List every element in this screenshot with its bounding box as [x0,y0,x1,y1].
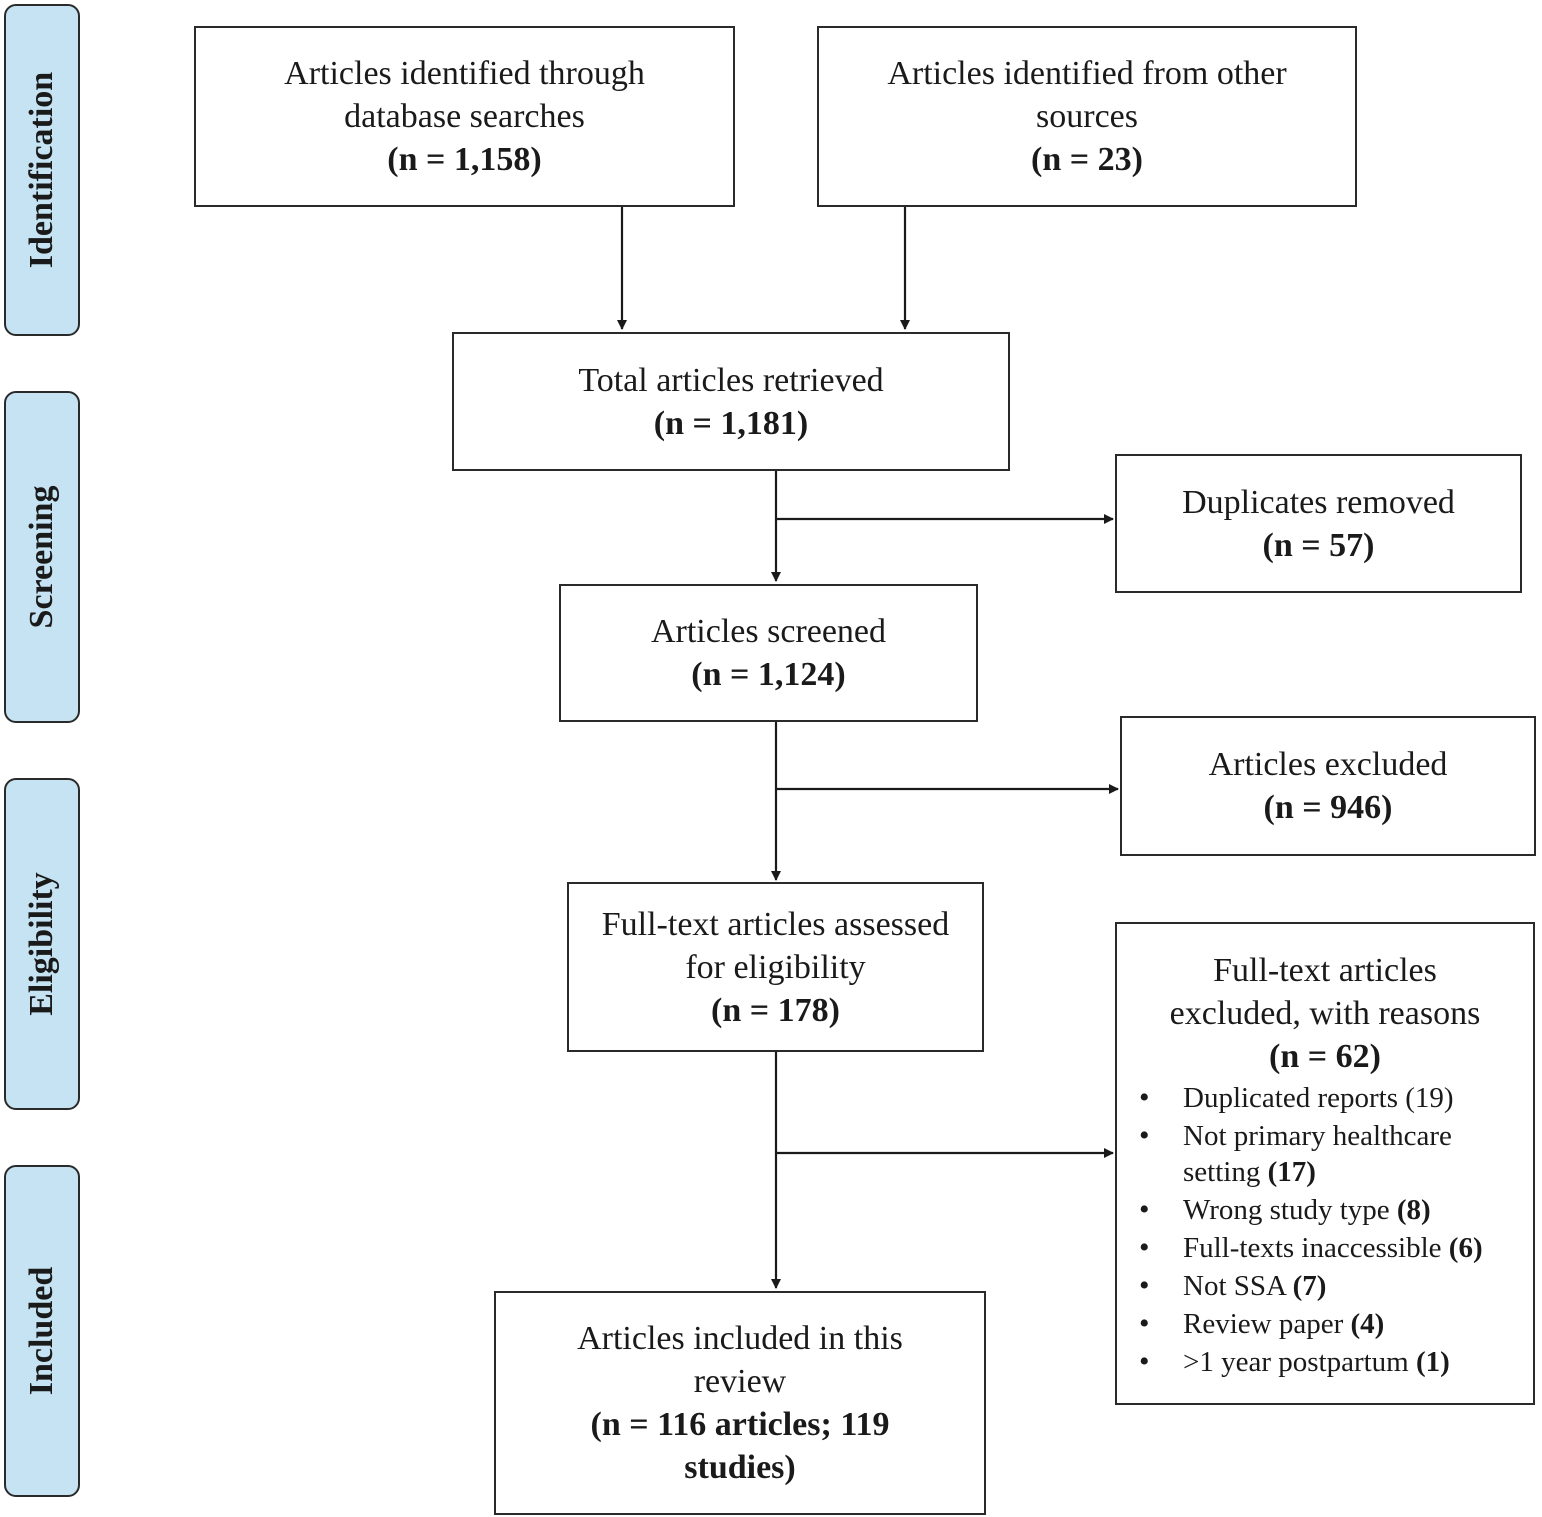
box-text: Total articles retrieved [578,361,884,399]
database-search-box: Articles identified through database sea… [194,26,735,207]
reason-count: (6) [1448,1232,1483,1264]
reasons-heading: Full-text articles excluded, with reason… [1117,949,1533,1078]
box-count: (n = 1,158) [387,141,542,178]
articles-screened-box: Articles screened (n = 1,124) [559,584,978,722]
list-item: Duplicated reports (19) [1117,1080,1533,1116]
box-count: (n = 62) [1269,1038,1381,1075]
reason-label: Not SSA [1183,1270,1286,1302]
box-count: (n = 946) [1263,789,1393,826]
reason-count: (4) [1350,1308,1385,1340]
other-sources-box: Articles identified from other sources (… [817,26,1357,207]
fulltext-excluded-box: Full-text articles excluded, with reason… [1115,922,1535,1405]
box-count: (n = 1,181) [653,404,809,442]
reason-label: Full-texts inaccessible [1183,1232,1442,1264]
list-item: Not SSA (7) [1117,1268,1533,1304]
list-item: Full-texts inaccessible (6) [1117,1230,1533,1266]
reason-count: (8) [1396,1194,1431,1226]
reason-count: (1) [1416,1346,1450,1378]
reason-count: (17) [1267,1156,1316,1188]
stage-included: Included [4,1165,80,1497]
reason-label: >1 year postpartum [1183,1346,1409,1378]
box-text: Duplicates removed [1182,483,1455,521]
reason-count: (7) [1292,1270,1327,1302]
list-item: Not primary healthcare setting (17) [1117,1118,1533,1190]
box-count: (n = 23) [1031,141,1143,178]
box-count: (n = 116 articles; 119 studies) [590,1406,890,1486]
stage-eligibility: Eligibility [4,778,80,1110]
box-text: Articles identified from other sources [887,55,1287,135]
reason-label: Not primary healthcare setting [1183,1120,1452,1188]
box-text: Articles included in this review [577,1320,903,1400]
box-text: Articles excluded [1208,746,1448,783]
list-item: Review paper (4) [1117,1306,1533,1342]
box-text: Articles identified through database sea… [284,55,645,135]
reason-label: Duplicated reports [1183,1082,1399,1114]
stage-identification: Identification [4,4,80,336]
box-text: Full-text articles excluded, with reason… [1169,952,1481,1032]
list-item: >1 year postpartum (1) [1117,1344,1533,1380]
box-text: Full-text articles assessed for eligibil… [601,905,950,986]
articles-included-box: Articles included in this review (n = 11… [494,1291,986,1515]
duplicates-removed-box: Duplicates removed (n = 57) [1115,454,1522,593]
reason-label: Review paper [1183,1308,1344,1340]
reason-label: Wrong study type [1183,1194,1390,1226]
list-item: Wrong study type (8) [1117,1192,1533,1228]
total-retrieved-box: Total articles retrieved (n = 1,181) [452,332,1010,471]
box-count: (n = 1,124) [691,656,846,693]
box-text: Articles screened [650,613,887,650]
reason-count: (19) [1405,1082,1454,1114]
box-count: (n = 57) [1262,526,1375,564]
articles-excluded-box: Articles excluded (n = 946) [1120,716,1536,856]
box-count: (n = 178) [711,991,840,1029]
exclusion-reasons-list: Duplicated reports (19) Not primary heal… [1117,1080,1533,1380]
stage-screening: Screening [4,391,80,723]
fulltext-assessed-box: Full-text articles assessed for eligibil… [567,882,984,1052]
